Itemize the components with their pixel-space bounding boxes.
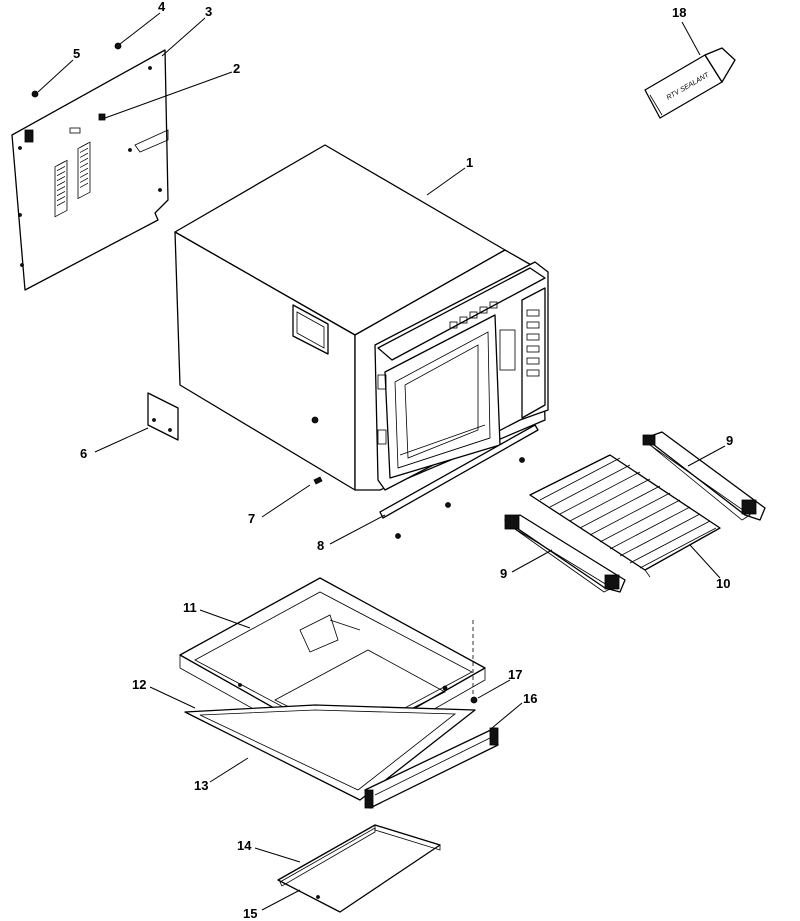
bottom-gasket: [184, 704, 476, 801]
foot-screw: [395, 533, 401, 539]
screw-5: [31, 90, 39, 98]
panel-vent-right: [77, 141, 91, 200]
screw-17: [470, 696, 478, 704]
callout-17: 17: [508, 667, 522, 682]
callout-12: 12: [132, 677, 146, 692]
callout-9-bottom: 9: [500, 566, 507, 581]
front-trim-strip: [364, 727, 499, 809]
foot-screw: [445, 502, 451, 508]
control-slots: [526, 309, 540, 377]
callout-2: 2: [233, 61, 240, 76]
callout-10: 10: [716, 576, 730, 591]
oven-rack: [529, 454, 721, 578]
callout-8: 8: [317, 538, 324, 553]
callout-15: 15: [243, 906, 257, 921]
callout-13: 13: [194, 778, 208, 793]
panel-connector: [24, 129, 34, 143]
callout-1: 1: [466, 155, 473, 170]
ceramic-tray: [277, 824, 441, 913]
rack-rail-right: [642, 431, 766, 521]
oven-cabinet: [174, 144, 549, 491]
access-cover: [147, 392, 179, 441]
callout-14: 14: [237, 838, 252, 853]
callout-labels: 1 2 3 4 5 6 7 8 9 9 10 11 12 13 14 15 16…: [73, 0, 733, 921]
callout-7: 7: [248, 511, 255, 526]
callout-5: 5: [73, 46, 80, 61]
callout-3: 3: [205, 4, 212, 19]
screw-4: [114, 42, 122, 50]
callout-16: 16: [523, 691, 537, 706]
screw-7: [313, 476, 323, 485]
callout-6: 6: [80, 446, 87, 461]
panel-slot: [69, 127, 81, 134]
sealant-tube: RTV SEALANT: [644, 47, 736, 119]
callout-9-top: 9: [726, 433, 733, 448]
panel-vent-left: [54, 159, 68, 218]
back-panel: [11, 49, 169, 291]
callout-18: 18: [672, 5, 686, 20]
panel-clip: [98, 113, 106, 121]
door-seal-strip: [379, 424, 539, 519]
foot-screw: [519, 457, 525, 463]
rack-rail-left: [504, 514, 626, 593]
control-keypad: [449, 301, 498, 329]
leader-lines: [37, 12, 726, 911]
callout-4: 4: [158, 0, 166, 14]
callout-11: 11: [183, 600, 197, 615]
